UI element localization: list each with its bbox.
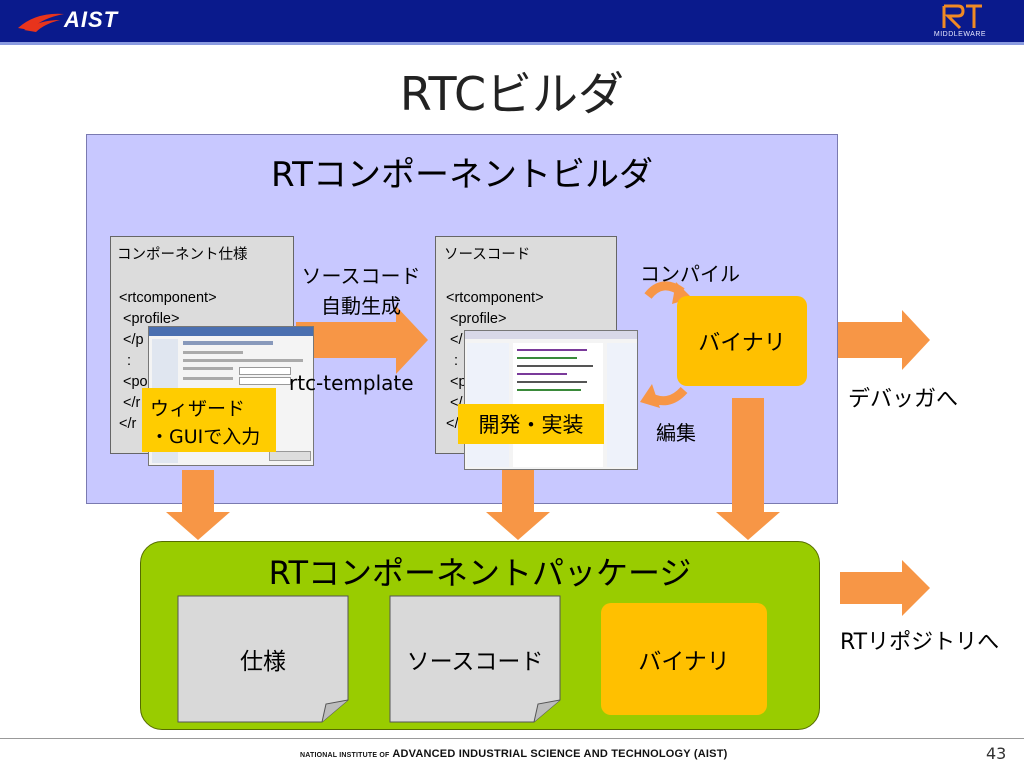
- page-number: 43: [986, 744, 1007, 763]
- footer-main: ADVANCED INDUSTRIAL SCIENCE AND TECHNOLO…: [392, 748, 728, 760]
- footer-divider: [0, 738, 1024, 739]
- source-doc-line: <profile>: [446, 311, 507, 327]
- footer-prefix: NATIONAL INSTITUTE OF: [300, 752, 390, 759]
- package-binary-box: バイナリ: [601, 603, 767, 715]
- source-doc-line: <p: [446, 374, 467, 390]
- to-debugger-label: デバッガへ: [848, 387, 959, 412]
- package-spec-label: 仕様: [240, 649, 286, 675]
- rt-middleware-label: MIDDLEWARE: [933, 31, 987, 38]
- generate-arrow: [296, 306, 428, 374]
- spec-doc-line: </r: [119, 416, 137, 432]
- to-debugger-arrow: [838, 310, 930, 370]
- spec-doc-line: <rtcomponent>: [119, 290, 217, 306]
- spec-doc-line: </r: [119, 395, 141, 411]
- wizard-callout: ウィザード ・GUIで入力: [142, 388, 276, 452]
- footer-text: NATIONAL INSTITUTE OF ADVANCED INDUSTRIA…: [300, 748, 728, 760]
- generate-label-line1: ソースコード: [301, 264, 421, 288]
- source-doc-line: :: [446, 353, 459, 369]
- package-source-label: ソースコード: [406, 649, 544, 675]
- source-doc-line: </: [446, 416, 459, 432]
- aist-logo-text: AIST: [64, 7, 119, 32]
- spec-doc-line: <profile>: [119, 311, 180, 327]
- spec-doc-line: </p: [119, 332, 144, 348]
- spec-doc-line: :: [119, 353, 132, 369]
- edit-label: 編集: [656, 421, 696, 445]
- compile-label: コンパイル: [640, 262, 740, 286]
- to-repository-arrow: [840, 560, 930, 616]
- to-repository-label: RTリポジトリへ: [840, 630, 1000, 655]
- aist-swoosh-icon: [18, 13, 64, 32]
- source-doc-line: <rtcomponent>: [446, 290, 544, 306]
- source-down-arrow: [486, 470, 550, 540]
- spec-doc-heading: コンポーネント仕様: [117, 247, 248, 263]
- dev-callout: 開発・実装: [458, 404, 604, 444]
- wizard-callout-line1: ウィザード: [150, 398, 246, 420]
- binary-box: バイナリ: [677, 296, 807, 386]
- wizard-callout-line2: ・GUIで入力: [150, 426, 261, 448]
- binary-down-arrow: [716, 398, 780, 540]
- header-bar: [0, 0, 1024, 42]
- source-doc-line: </: [446, 332, 463, 348]
- source-doc-heading: ソースコード: [444, 247, 531, 263]
- spec-down-arrow: [166, 470, 230, 540]
- rt-middleware-logo-icon: [942, 4, 982, 30]
- builder-title: RTコンポーネントビルダ: [271, 155, 653, 195]
- package-title: RTコンポーネントパッケージ: [268, 554, 692, 592]
- slide-title: RTCビルダ: [399, 67, 625, 121]
- spec-doc-line: <po: [119, 374, 148, 390]
- template-label: rtc-template: [289, 371, 414, 395]
- header-divider: [0, 42, 1024, 45]
- generate-label-line2: 自動生成: [321, 294, 401, 318]
